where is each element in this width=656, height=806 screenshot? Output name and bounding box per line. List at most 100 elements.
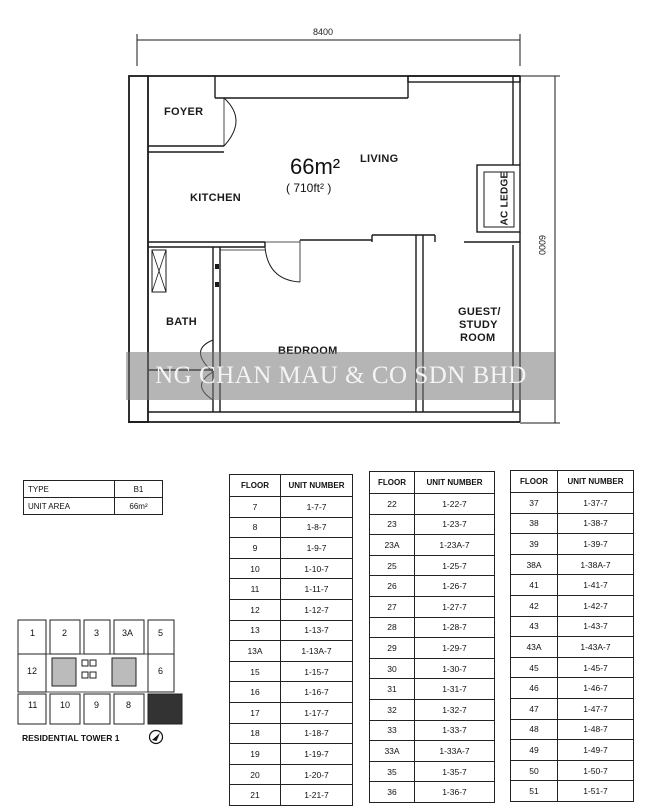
floor-cell: 31	[369, 678, 415, 700]
unit-area-m2: 66m²	[290, 154, 341, 179]
type-value: B1	[114, 480, 163, 498]
unit-number-cell: 1-51-7	[557, 780, 634, 802]
floor-cell: 17	[229, 701, 281, 724]
unit-number-cell: 1-13A-7	[280, 640, 353, 662]
unit-type-table: TYPE B1 UNIT AREA 66m²	[23, 480, 163, 515]
unit-number-cell: 1-37-7	[557, 492, 634, 514]
unit-number-cell: 1-22-7	[414, 493, 495, 515]
unit-number-cell: 1-23A-7	[414, 534, 495, 556]
floor-cell: 48	[510, 718, 558, 741]
unit-number-cell: 1-23-7	[414, 513, 495, 536]
table-header-row: FLOOR UNIT NUMBER	[369, 471, 495, 494]
floor-cell: 28	[369, 616, 415, 639]
key-unit-6: 6	[158, 666, 164, 676]
unit-number-cell: 1-35-7	[414, 760, 495, 783]
room-label-foyer: FOYER	[164, 106, 204, 118]
key-unit-1: 1	[30, 628, 36, 638]
floor-cell: 36	[369, 781, 415, 803]
unit-number-cell: 1-32-7	[414, 698, 495, 721]
unit-number-cell: 1-42-7	[557, 594, 634, 617]
floor-cell: 26	[369, 575, 415, 597]
floor-cell: 21	[229, 784, 281, 806]
floor-header: FLOOR	[229, 474, 281, 497]
floor-cell: 35	[369, 760, 415, 783]
unit-number-cell: 1-25-7	[414, 554, 495, 577]
unit-number-header: UNIT NUMBER	[280, 474, 353, 497]
unit-number-cell: 1-38A-7	[557, 553, 634, 576]
floor-cell: 23A	[369, 534, 415, 556]
unit-number-cell: 1-28-7	[414, 616, 495, 639]
key-unit-11: 11	[28, 700, 38, 710]
unit-number-cell: 1-21-7	[280, 784, 353, 806]
floor-cell: 19	[229, 743, 281, 765]
floor-cell: 38A	[510, 553, 558, 576]
floor-cell: 10	[229, 557, 281, 580]
unit-number-cell: 1-19-7	[280, 743, 353, 765]
floor-cell: 20	[229, 763, 281, 786]
room-label-study: STUDY	[459, 319, 498, 331]
unit-number-cell: 1-27-7	[414, 595, 495, 618]
floor-cell: 45	[510, 656, 558, 679]
floor-cell: 46	[510, 677, 558, 699]
unit-number-cell: 1-48-7	[557, 718, 634, 741]
floor-cell: 9	[229, 537, 281, 559]
floor-cell: 13A	[229, 640, 281, 662]
floor-cell: 51	[510, 780, 558, 802]
room-label-bath: BATH	[166, 316, 197, 328]
floor-cell: 33	[369, 719, 415, 742]
unit-number-cell: 1-46-7	[557, 677, 634, 699]
unit-number-cell: 1-43-7	[557, 615, 634, 638]
floor-cell: 42	[510, 594, 558, 617]
unit-number-cell: 1-18-7	[280, 722, 353, 745]
floor-cell: 12	[229, 598, 281, 621]
unit-number-cell: 1-9-7	[280, 537, 353, 559]
floor-cell: 25	[369, 554, 415, 577]
unit-number-cell: 1-39-7	[557, 533, 634, 555]
floor-header: FLOOR	[510, 470, 558, 493]
floor-cell: 18	[229, 722, 281, 745]
floor-cell: 43A	[510, 636, 558, 658]
watermark-banner: NG CHAN MAU & CO SDN BHD	[126, 352, 556, 400]
type-label: TYPE	[23, 480, 115, 498]
unit-number-cell: 1-50-7	[557, 759, 634, 782]
room-label-ac-ledge: AC LEDGE	[499, 171, 511, 226]
unit-number-cell: 1-7-7	[280, 496, 353, 518]
floor-cell: 30	[369, 657, 415, 680]
dimension-right: 6000	[537, 234, 548, 256]
unit-number-cell: 1-49-7	[557, 739, 634, 761]
unit-number-header: UNIT NUMBER	[557, 470, 634, 493]
unit-number-cell: 1-31-7	[414, 678, 495, 700]
floor-cell: 15	[229, 660, 281, 683]
floor-plan-drawing	[128, 34, 560, 424]
unit-number-cell: 1-8-7	[280, 516, 353, 539]
key-unit-3a: 3A	[122, 628, 134, 638]
table-row: TYPE B1	[23, 480, 163, 498]
